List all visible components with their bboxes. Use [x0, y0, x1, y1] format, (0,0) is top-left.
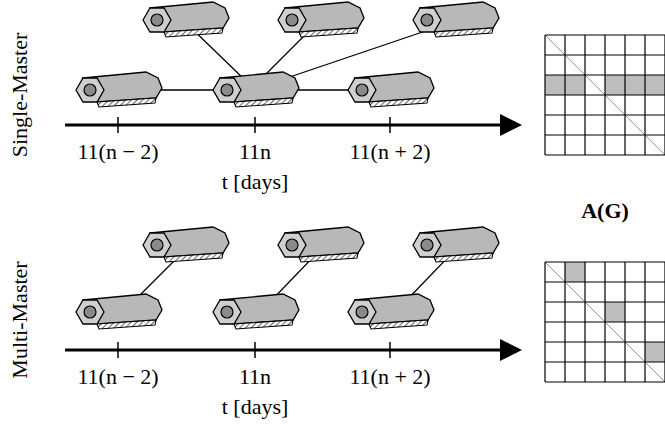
matrix-diagonal — [545, 262, 665, 382]
time-axis — [65, 117, 502, 133]
matrix-grid — [604, 35, 605, 155]
matrix-cell — [565, 262, 585, 282]
axis-tick — [389, 117, 391, 133]
satellite — [413, 2, 499, 37]
matrix-grid — [564, 35, 565, 155]
matrix-grid — [624, 262, 625, 382]
matrix-cell — [605, 75, 625, 95]
tick-label: 11n — [239, 141, 271, 163]
satellite — [76, 294, 162, 329]
axis-tick — [117, 342, 119, 358]
matrix-grid — [664, 35, 665, 155]
matrix-title: A(G) — [581, 200, 629, 222]
tick-label: 11(n − 2) — [77, 141, 158, 163]
axis-arrowhead — [500, 114, 522, 136]
matrix-grid — [644, 262, 645, 382]
axis-line — [65, 124, 502, 127]
axis-title: t [days] — [222, 396, 289, 418]
satellite — [213, 72, 299, 107]
matrix-grid — [664, 262, 665, 382]
axis-tick — [254, 117, 256, 133]
matrix-cell — [645, 342, 665, 362]
satellite — [278, 227, 364, 262]
matrix-grid — [584, 35, 585, 155]
axis-tick — [117, 117, 119, 133]
matrix-cell — [625, 75, 645, 95]
matrix-grid — [624, 35, 625, 155]
adjacency-matrix — [545, 262, 665, 382]
satellite — [143, 2, 229, 37]
tick-label: 11n — [239, 366, 271, 388]
matrix-grid — [544, 35, 545, 155]
satellite — [213, 294, 299, 329]
axis-tick — [254, 342, 256, 358]
matrix-grid — [644, 35, 645, 155]
time-axis — [65, 342, 502, 358]
axis-line — [65, 349, 502, 352]
matrix-diagonal — [545, 35, 665, 155]
tick-label: 11(n + 2) — [349, 141, 430, 163]
matrix-cell — [545, 75, 565, 95]
matrix-grid — [584, 262, 585, 382]
axis-title: t [days] — [222, 171, 289, 193]
satellite — [413, 227, 499, 262]
axis-arrowhead — [500, 339, 522, 361]
matrix-grid — [604, 262, 605, 382]
satellite — [76, 72, 162, 107]
matrix-cell — [645, 75, 665, 95]
adjacency-matrix — [545, 35, 665, 155]
satellite — [143, 227, 229, 262]
satellite — [348, 72, 434, 107]
tick-label: 11(n − 2) — [77, 366, 158, 388]
tick-label: 11(n + 2) — [349, 366, 430, 388]
axis-tick — [389, 342, 391, 358]
panel-title: Single-Master — [9, 33, 31, 158]
satellite — [278, 2, 364, 37]
matrix-cell — [605, 302, 625, 322]
matrix-grid — [544, 262, 545, 382]
panel-title: Multi-Master — [9, 261, 31, 378]
matrix-grid — [564, 262, 565, 382]
satellite — [348, 294, 434, 329]
matrix-cell — [565, 75, 585, 95]
